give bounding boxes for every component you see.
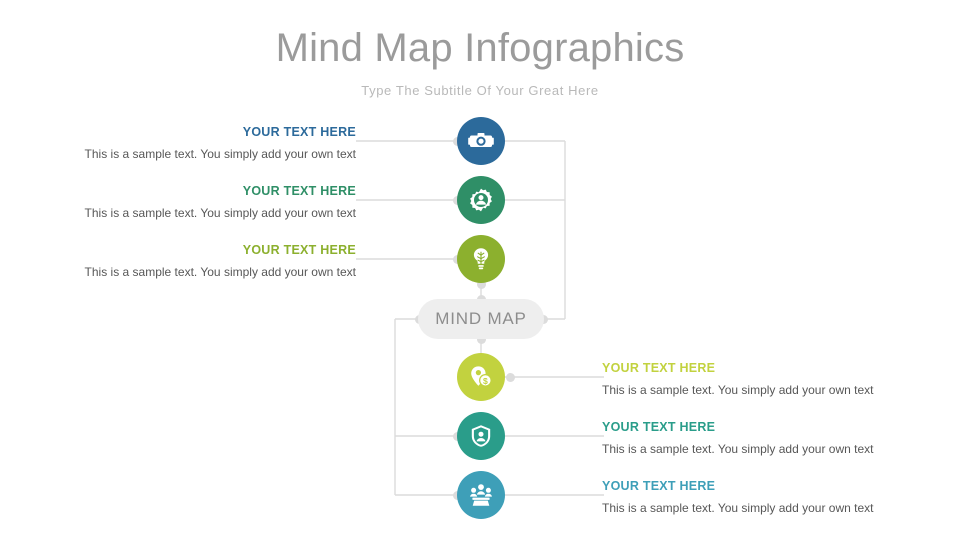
team-podium-icon [468, 482, 494, 508]
page-title: Mind Map Infographics [275, 26, 685, 70]
branch-heading: YOUR TEXT HERE [602, 420, 716, 434]
shield-person-icon [468, 423, 494, 449]
camera-icon [468, 128, 494, 154]
branch-body: This is a sample text. You simply add yo… [84, 206, 356, 220]
text-block-branch-6: YOUR TEXT HERE This is a sample text. Yo… [602, 479, 902, 516]
center-dot-bottom [476, 334, 486, 344]
branch-heading: YOUR TEXT HERE [602, 361, 716, 375]
text-block-branch-5: YOUR TEXT HERE This is a sample text. Yo… [602, 420, 902, 457]
text-block-branch-4: YOUR TEXT HERE This is a sample text. Yo… [602, 361, 902, 398]
branch-body: This is a sample text. You simply add yo… [84, 265, 356, 279]
text-block-branch-1: YOUR TEXT HERE This is a sample text. Yo… [56, 125, 356, 162]
node-branch-1[interactable] [457, 117, 505, 165]
brain-idea-icon [468, 246, 494, 272]
center-node[interactable]: MIND MAP [418, 299, 544, 339]
node-branch-3[interactable] [457, 235, 505, 283]
gear-user-icon [468, 187, 494, 213]
connector-dot-top [476, 279, 486, 289]
svg-text:$: $ [483, 376, 488, 386]
price-tag-dollar-icon: $ [468, 364, 494, 390]
node-branch-2[interactable] [457, 176, 505, 224]
node-branch-6[interactable] [457, 471, 505, 519]
branch-body: This is a sample text. You simply add yo… [602, 383, 874, 397]
branch-heading: YOUR TEXT HERE [242, 243, 356, 257]
node-branch-4[interactable]: $ [457, 353, 505, 401]
page-subtitle: Type The Subtitle Of Your Great Here [361, 83, 599, 98]
branch-body: This is a sample text. You simply add yo… [602, 442, 874, 456]
center-node-label: MIND MAP [435, 309, 527, 328]
branch-heading: YOUR TEXT HERE [242, 125, 356, 139]
branch-body: This is a sample text. You simply add yo… [602, 501, 874, 515]
text-block-branch-2: YOUR TEXT HERE This is a sample text. Yo… [56, 184, 356, 221]
branch-heading: YOUR TEXT HERE [602, 479, 716, 493]
branch-heading: YOUR TEXT HERE [242, 184, 356, 198]
connector-dot [505, 372, 515, 382]
node-branch-5[interactable] [457, 412, 505, 460]
branch-body: This is a sample text. You simply add yo… [84, 147, 356, 161]
text-block-branch-3: YOUR TEXT HERE This is a sample text. Yo… [56, 243, 356, 280]
